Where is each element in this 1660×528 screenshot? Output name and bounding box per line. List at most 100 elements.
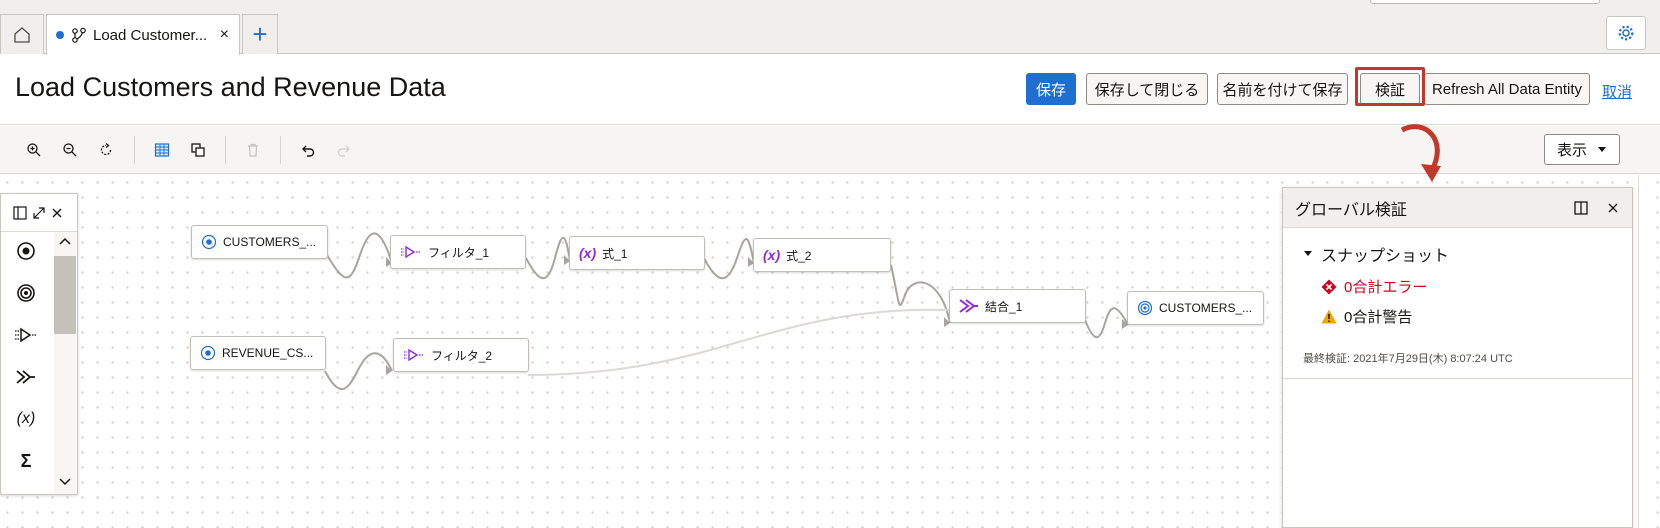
error-count-label: 0合計エラー bbox=[1344, 279, 1428, 296]
tab-load-customers[interactable]: Load Customer... × bbox=[46, 14, 240, 55]
refresh-all-data-entity-button[interactable]: Refresh All Data Entity bbox=[1424, 73, 1590, 105]
canvas-toolbar: 表示 bbox=[0, 126, 1660, 174]
palette-target-operator[interactable] bbox=[9, 276, 43, 310]
zoom-out-button[interactable] bbox=[58, 138, 82, 162]
toolbar-divider bbox=[225, 136, 226, 164]
node-join-1[interactable]: 結合_1 bbox=[949, 289, 1086, 323]
connectors bbox=[324, 232, 1129, 391]
connector bbox=[324, 352, 393, 391]
delete-button[interactable] bbox=[241, 138, 265, 162]
copy-button[interactable] bbox=[186, 138, 210, 162]
source-icon bbox=[17, 242, 35, 260]
node-label: CUSTOMERS_... bbox=[223, 235, 317, 249]
tab-bar: Load Customer... × + bbox=[0, 0, 1660, 55]
panel-header: グローバル検証 bbox=[1283, 188, 1632, 228]
error-icon bbox=[1321, 279, 1337, 294]
grid-view-button[interactable] bbox=[150, 138, 174, 162]
reset-zoom-button[interactable] bbox=[94, 138, 118, 162]
zoom-in-button[interactable] bbox=[22, 138, 46, 162]
join-icon bbox=[959, 299, 978, 313]
last-validated-timestamp: 最終検証: 2021年7月29日(木) 8:07:24 UTC bbox=[1303, 353, 1513, 365]
palette-header bbox=[1, 194, 77, 232]
validate-button[interactable]: 検証 bbox=[1360, 73, 1420, 105]
validation-summary: スナップショット 0合計エラー 0合計警告 bbox=[1283, 229, 1632, 336]
panel-title: グローバル検証 bbox=[1295, 201, 1407, 219]
filter-icon bbox=[401, 245, 421, 259]
node-label: フィルタ_1 bbox=[428, 245, 490, 260]
node-customers-source[interactable]: CUSTOMERS_... bbox=[191, 225, 328, 259]
warning-count-label: 0合計警告 bbox=[1344, 309, 1413, 326]
node-customers-target[interactable]: CUSTOMERS_... bbox=[1127, 291, 1264, 325]
node-expression-2[interactable]: (x) 式_2 bbox=[753, 238, 891, 272]
dock-panel-button[interactable] bbox=[1568, 195, 1594, 221]
warning-count[interactable]: 0合計警告 bbox=[1321, 306, 1412, 327]
target-icon bbox=[17, 284, 35, 302]
view-menu-button[interactable]: 表示 bbox=[1544, 134, 1620, 165]
node-label: 式_1 bbox=[602, 246, 628, 261]
canvas-vertical-scrollbar[interactable] bbox=[1638, 175, 1652, 528]
save-as-button[interactable]: 名前を付けて保存 bbox=[1217, 73, 1348, 105]
node-label: REVENUE_CS... bbox=[222, 346, 314, 360]
node-label: フィルタ_2 bbox=[431, 348, 493, 363]
toolbar-divider bbox=[280, 136, 281, 164]
global-validation-panel: グローバル検証 スナップショット 0合計エラー 0合計警告 最終検証: 2021… bbox=[1282, 187, 1633, 528]
copy-icon bbox=[191, 143, 205, 157]
grid-icon bbox=[154, 143, 170, 157]
filter-icon bbox=[404, 348, 424, 362]
node-revenue-source[interactable]: REVENUE_CS... bbox=[190, 336, 326, 370]
undo-button[interactable] bbox=[296, 138, 320, 162]
tab-close-icon[interactable]: × bbox=[219, 26, 229, 43]
palette-filter-operator[interactable] bbox=[9, 318, 43, 352]
close-icon[interactable] bbox=[51, 207, 63, 219]
node-expression-1[interactable]: (x) 式_1 bbox=[569, 236, 705, 270]
connector bbox=[525, 236, 571, 279]
node-label: 式_2 bbox=[786, 248, 812, 263]
sigma-icon: Σ bbox=[20, 450, 32, 471]
unsaved-indicator bbox=[56, 31, 64, 39]
node-label: CUSTOMERS_... bbox=[1159, 301, 1253, 315]
snapshot-toggle[interactable]: スナップショット bbox=[1303, 242, 1449, 266]
home-tab[interactable] bbox=[0, 14, 44, 54]
add-tab-button[interactable]: + bbox=[242, 14, 278, 54]
settings-button[interactable] bbox=[1606, 16, 1646, 50]
node-filter-1[interactable]: フィルタ_1 bbox=[390, 235, 526, 269]
data-flow-icon bbox=[71, 27, 87, 43]
target-icon bbox=[1137, 300, 1153, 316]
home-icon bbox=[14, 26, 30, 43]
toolbar-divider bbox=[134, 136, 135, 164]
tab-title: Load Customer... bbox=[93, 26, 208, 44]
redo-button[interactable] bbox=[332, 138, 356, 162]
error-count[interactable]: 0合計エラー bbox=[1321, 276, 1427, 297]
caret-down-icon bbox=[1304, 251, 1312, 256]
connector bbox=[703, 238, 755, 279]
palette-source-operator[interactable] bbox=[9, 234, 43, 268]
node-filter-2[interactable]: フィルタ_2 bbox=[393, 338, 529, 372]
connector bbox=[1084, 307, 1129, 339]
expand-icon[interactable] bbox=[32, 206, 46, 220]
plus-icon: + bbox=[252, 19, 268, 49]
source-icon bbox=[200, 345, 216, 361]
panel-toggle-icon[interactable] bbox=[13, 205, 27, 220]
palette-scroll-thumb[interactable] bbox=[54, 256, 76, 334]
chevron-down-icon[interactable] bbox=[59, 478, 71, 486]
view-menu-label: 表示 bbox=[1556, 142, 1587, 159]
page-title: Load Customers and Revenue Data bbox=[15, 72, 446, 102]
trash-icon bbox=[248, 143, 258, 157]
snapshot-label: スナップショット bbox=[1321, 248, 1450, 265]
cancel-link[interactable]: 取消 bbox=[1602, 84, 1633, 101]
save-button[interactable]: 保存 bbox=[1026, 73, 1076, 105]
palette-aggregate-operator[interactable]: Σ bbox=[9, 444, 43, 478]
warning-icon bbox=[1321, 309, 1337, 324]
expression-icon: (x) bbox=[763, 247, 781, 263]
gear-icon bbox=[1618, 25, 1634, 41]
join-icon bbox=[16, 370, 35, 384]
connector bbox=[527, 308, 951, 376]
chevron-down-icon bbox=[1598, 146, 1606, 152]
top-search-field[interactable] bbox=[1370, 0, 1600, 4]
palette-join-operator[interactable] bbox=[9, 360, 43, 394]
chevron-up-icon[interactable] bbox=[59, 237, 71, 245]
zoom-out-icon bbox=[63, 143, 77, 157]
close-panel-button[interactable] bbox=[1600, 195, 1626, 221]
save-and-close-button[interactable]: 保存して閉じる bbox=[1086, 73, 1208, 105]
palette-expression-operator[interactable]: (x) bbox=[9, 402, 43, 436]
